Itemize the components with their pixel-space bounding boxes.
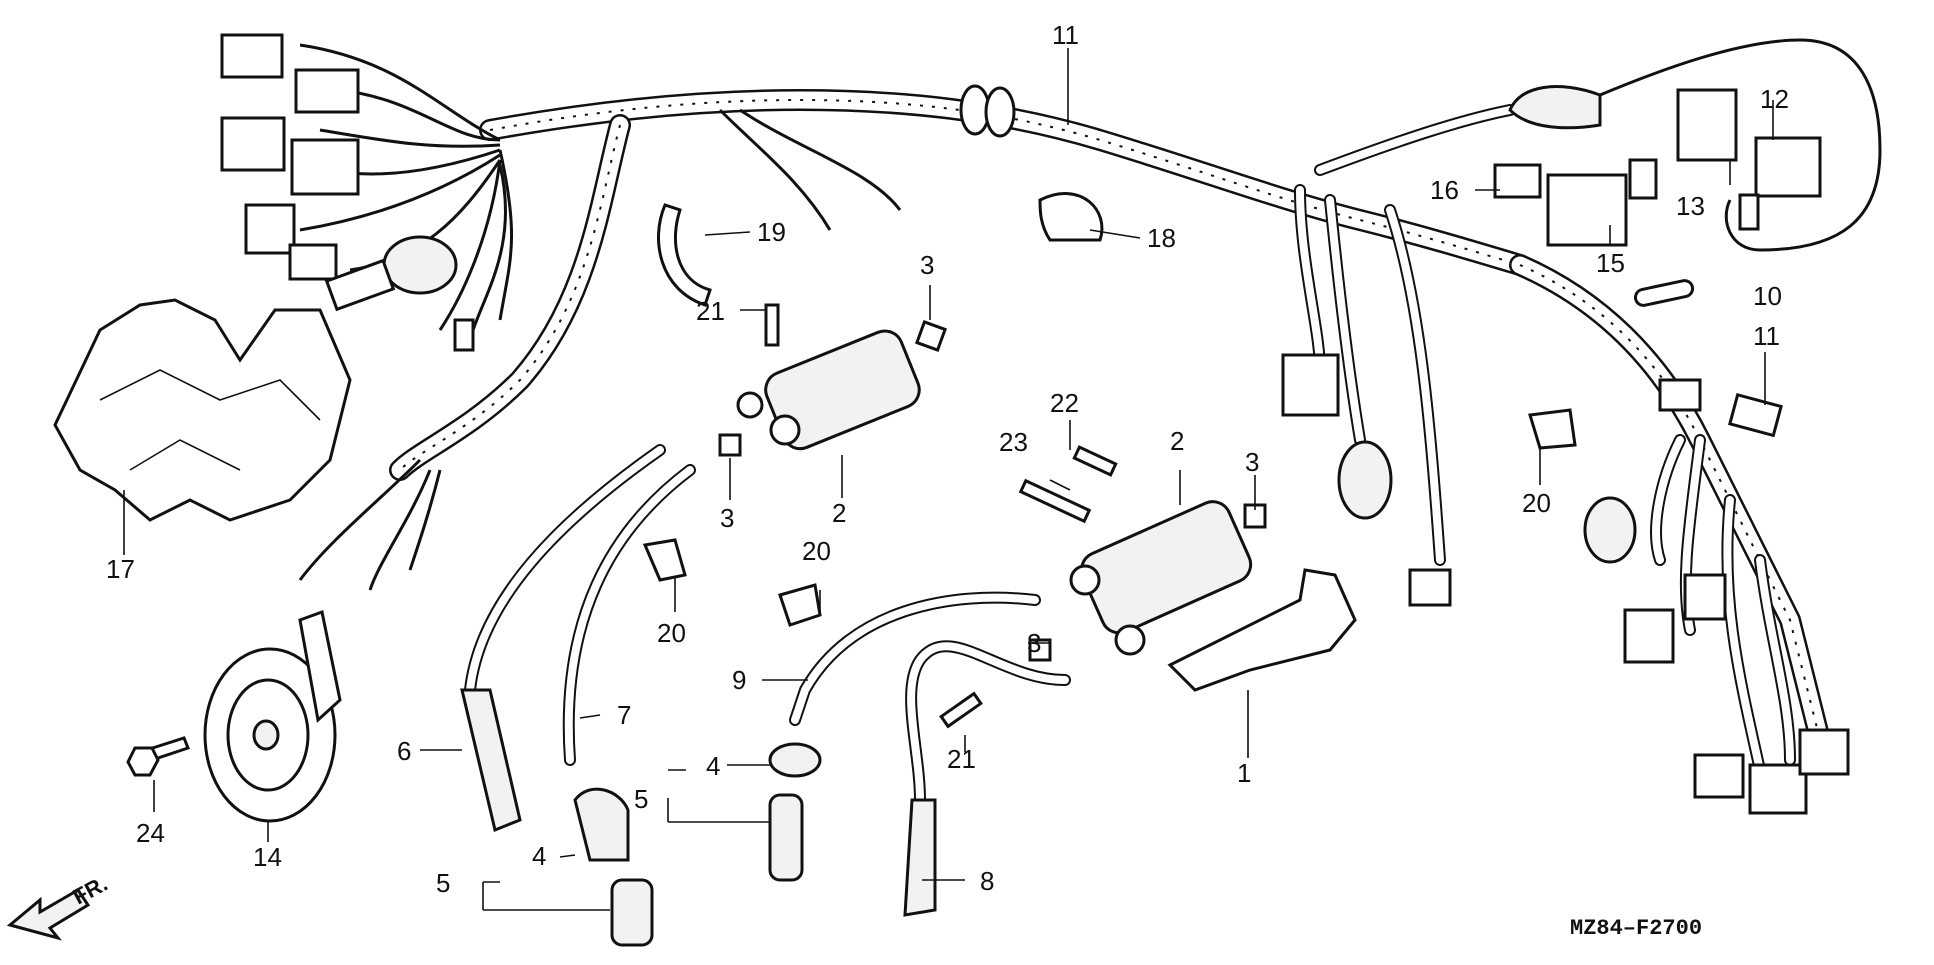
callout-16: 16 <box>1430 175 1459 205</box>
plug-cap-set-b <box>610 878 654 947</box>
diagram-code: MZ84–F2700 <box>1570 916 1702 941</box>
callout-20-center: 20 <box>802 536 831 566</box>
callout-5-right: 5 <box>634 784 648 814</box>
callout-21-bottom: 21 <box>947 744 976 774</box>
connector-group-lower-right <box>1281 353 1850 815</box>
callout-2-upper: 2 <box>832 498 846 528</box>
small-parts <box>642 192 1577 729</box>
plug-lead-9 <box>789 591 1041 726</box>
callout-10: 10 <box>1753 281 1782 311</box>
plug-cap-set-a <box>768 742 822 882</box>
callout-8: 8 <box>980 866 994 896</box>
callout-14: 14 <box>253 842 282 872</box>
ignition-coil-upper <box>736 329 921 451</box>
horn-14 <box>203 609 342 823</box>
bolt-24 <box>126 736 190 777</box>
arrow-left-icon <box>6 887 91 941</box>
callout-11: 11 <box>1052 20 1079 50</box>
callout-17: 17 <box>106 554 135 584</box>
callout-3-lower: 3 <box>1027 628 1041 658</box>
callout-19: 19 <box>757 217 786 247</box>
leader-lines <box>123 48 1774 911</box>
plug-lead-8 <box>903 640 1071 917</box>
front-direction-indicator: FR. <box>6 871 112 941</box>
bracket-17 <box>53 298 352 522</box>
callout-13: 13 <box>1676 191 1705 221</box>
callout-22: 22 <box>1050 388 1079 418</box>
callout-3-mid: 3 <box>1245 447 1259 477</box>
plug-lead-6 <box>460 444 666 833</box>
callout-3-left: 3 <box>720 503 734 533</box>
relay-group-upper-right <box>1493 85 1822 438</box>
callout-1: 1 <box>1237 758 1251 788</box>
callout-18: 18 <box>1147 223 1176 253</box>
callout-12: 12 <box>1760 84 1789 114</box>
callout-6: 6 <box>397 736 411 766</box>
callout-2-lower: 2 <box>1170 426 1184 456</box>
callout-15: 15 <box>1596 248 1625 278</box>
plug-lead-7 <box>562 464 696 862</box>
callout-labels: 11 12 13 16 15 10 11 18 19 3 21 3 2 22 2… <box>106 20 1789 898</box>
callout-21-top: 21 <box>696 296 725 326</box>
callout-3-top: 3 <box>920 250 934 280</box>
callout-5-left: 5 <box>436 868 450 898</box>
callout-24: 24 <box>136 818 165 848</box>
ignition-coil-lower <box>1069 500 1253 656</box>
callout-9: 9 <box>732 665 746 695</box>
callout-23: 23 <box>999 427 1028 457</box>
callout-20-right: 20 <box>1522 488 1551 518</box>
callout-7: 7 <box>617 700 631 730</box>
callout-20-left: 20 <box>657 618 686 648</box>
callout-4-left: 4 <box>532 841 546 871</box>
coil-bracket-1 <box>1167 568 1357 692</box>
connector-group-upper-left <box>220 33 475 352</box>
callout-11-relay: 11 <box>1753 321 1780 351</box>
callout-4-right: 4 <box>706 751 720 781</box>
